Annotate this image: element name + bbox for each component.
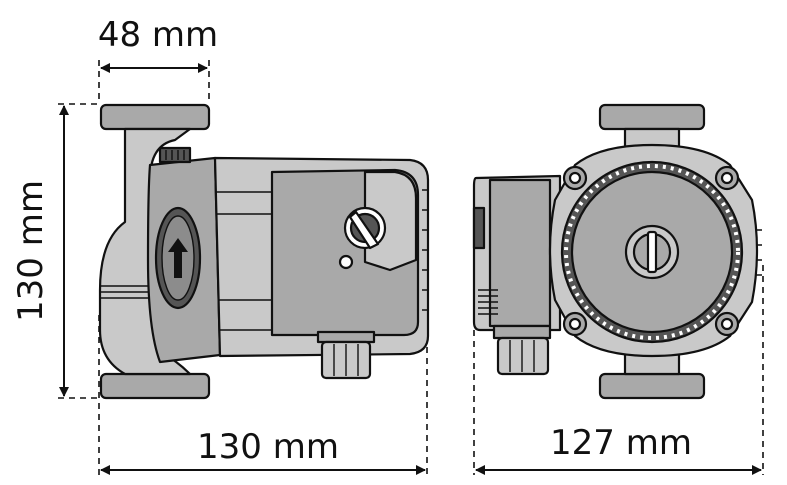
side-length-label: 130 mm (197, 427, 339, 467)
speed-selector-knob-icon (343, 206, 387, 250)
cable-gland-side (316, 330, 376, 380)
front-width-label: 127 mm (550, 423, 692, 463)
flow-arrow-icon (168, 238, 188, 278)
height-label: 130 mm (11, 180, 51, 322)
dimension-flange-width: 48 mm (98, 15, 218, 104)
dimension-front-width: 127 mm (473, 265, 764, 475)
vent-screw-icon (624, 224, 680, 280)
dimension-height: 130 mm (11, 103, 100, 399)
pump-front-view (472, 103, 762, 400)
flange-width-label: 48 mm (98, 15, 218, 55)
housing-bolts (562, 165, 740, 337)
pump-side-view (98, 103, 430, 400)
cable-gland-front (492, 324, 552, 376)
